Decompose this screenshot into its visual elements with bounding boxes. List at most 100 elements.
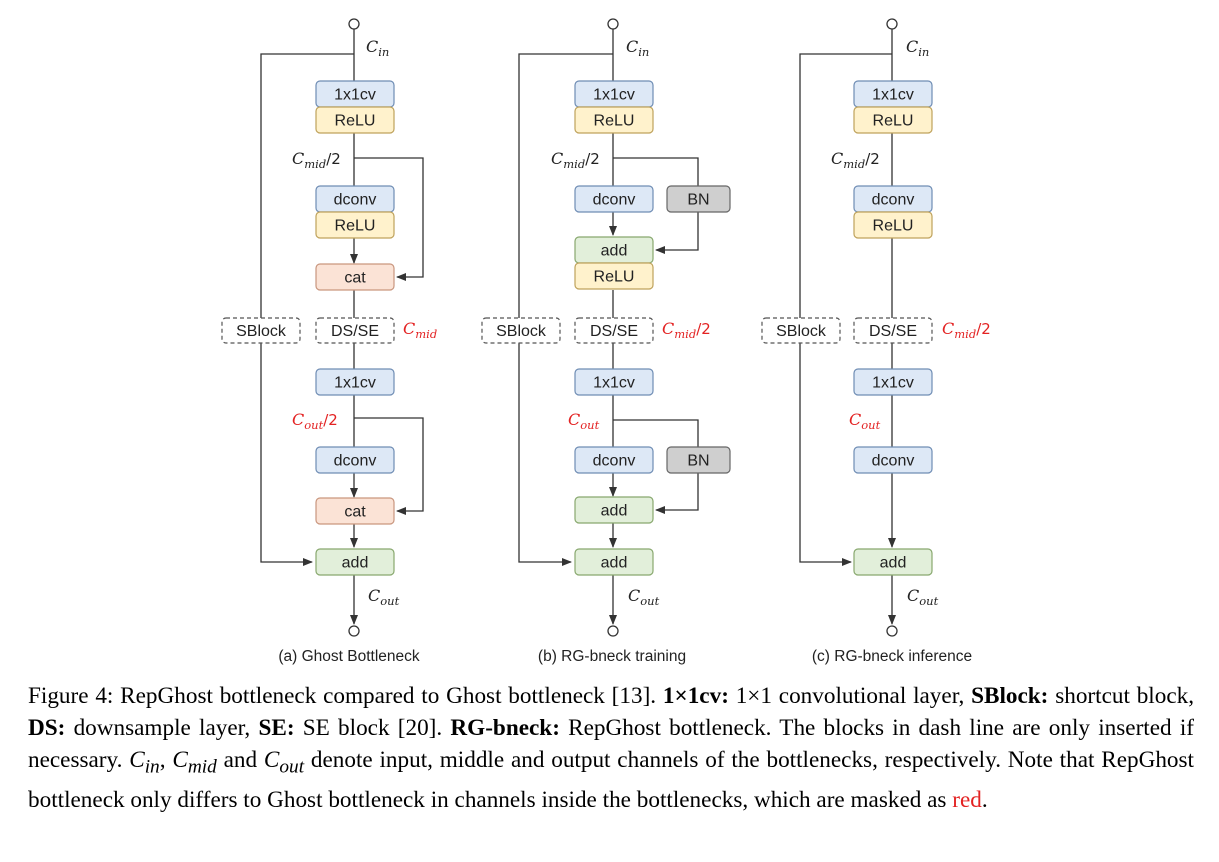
relu-label: ReLU	[873, 218, 914, 235]
bottleneck-diagram: 1x1cvReLUdconvReLUcatDS/SESBlock1x1cvdco…	[221, 18, 991, 665]
bn-block: BN	[666, 446, 731, 474]
conv1x1-block: 1x1cv	[315, 368, 395, 396]
figure-caption: Figure 4: RepGhost bottleneck compared t…	[28, 683, 1195, 813]
dconv-block: dconv	[315, 446, 395, 474]
conv1x1-block: 1x1cv	[853, 80, 933, 108]
channel-label-cmid-half: Cmid/2	[662, 319, 711, 341]
channel-label-cmid-half: Cmid/2	[942, 319, 991, 341]
channel-label-cmid: Cmid	[403, 319, 437, 341]
dconv-block: dconv	[574, 446, 654, 474]
cat-block: cat	[315, 263, 395, 291]
panel-rg-bneck-training	[518, 18, 699, 637]
dconv-box	[574, 446, 654, 474]
channel-label-cout: Cout	[849, 410, 881, 432]
relu-block: ReLU	[853, 211, 933, 239]
conv1x1-block: 1x1cv	[574, 368, 654, 396]
ds-se-block: DS/SE	[315, 317, 395, 344]
conv1x1-block: 1x1cv	[315, 80, 395, 108]
add-block: add	[853, 548, 933, 576]
bn-box	[666, 446, 731, 474]
ds-se-block: DS/SE	[574, 317, 654, 344]
sblock-label: SBlock	[496, 323, 547, 340]
dconv-label: dconv	[872, 453, 915, 470]
conv1x1-block: 1x1cv	[574, 80, 654, 108]
conv1x1-box	[853, 368, 933, 396]
conv1x1-label: 1x1cv	[334, 375, 376, 392]
add-box	[574, 496, 654, 524]
relu-block: ReLU	[574, 262, 654, 290]
subfig-label-c: (c) RG-bneck inference	[812, 648, 972, 665]
relu-block: ReLU	[853, 106, 933, 134]
cat-box	[315, 497, 395, 525]
channel-label-cout: Cout	[368, 586, 400, 608]
relu-label: ReLU	[594, 113, 635, 130]
add-label: add	[601, 503, 628, 520]
ds-se-label: DS/SE	[331, 323, 379, 340]
add-label: add	[601, 243, 628, 260]
relu-box	[315, 106, 395, 134]
sblock-block: SBlock	[481, 317, 561, 344]
ds-se-box	[853, 317, 933, 344]
conv1x1-box	[315, 368, 395, 396]
dconv-label: dconv	[334, 192, 377, 209]
conv1x1-box	[574, 368, 654, 396]
relu-box	[853, 106, 933, 134]
dconv-block: dconv	[315, 185, 395, 213]
sblock-label: SBlock	[236, 323, 287, 340]
ds-se-block: DS/SE	[853, 317, 933, 344]
conv1x1-label: 1x1cv	[593, 375, 635, 392]
conv1x1-label: 1x1cv	[593, 87, 635, 104]
cat-label: cat	[344, 270, 366, 287]
dconv-label: dconv	[593, 192, 636, 209]
sblock-box	[481, 317, 561, 344]
add-box	[315, 548, 395, 576]
subfig-label-a: (a) Ghost Bottleneck	[278, 648, 420, 665]
cat-box	[315, 263, 395, 291]
dconv-block: dconv	[853, 185, 933, 213]
channel-label-cout: Cout	[907, 586, 939, 608]
bn-label: BN	[687, 192, 709, 209]
relu-label: ReLU	[335, 218, 376, 235]
dconv-block: dconv	[853, 446, 933, 474]
relu-block: ReLU	[574, 106, 654, 134]
relu-label: ReLU	[335, 113, 376, 130]
subfig-label-b: (b) RG-bneck training	[538, 648, 686, 665]
dconv-label: dconv	[334, 453, 377, 470]
add-box	[853, 548, 933, 576]
dconv-label: dconv	[593, 453, 636, 470]
dconv-label: dconv	[872, 192, 915, 209]
add-block: add	[574, 496, 654, 524]
bn-box	[666, 185, 731, 213]
dconv-box	[315, 446, 395, 474]
add-label: add	[601, 555, 628, 572]
cat-block: cat	[315, 497, 395, 525]
add-label: add	[880, 555, 907, 572]
relu-block: ReLU	[315, 106, 395, 134]
ds-se-box	[574, 317, 654, 344]
sblock-label: SBlock	[776, 323, 827, 340]
channel-label-cout: Cout	[568, 410, 600, 432]
conv1x1-label: 1x1cv	[872, 87, 914, 104]
relu-box	[574, 262, 654, 290]
panel-rg-bneck-inference	[799, 18, 898, 637]
add-box	[574, 548, 654, 576]
sblock-box	[221, 317, 301, 344]
relu-block: ReLU	[315, 211, 395, 239]
relu-label: ReLU	[594, 269, 635, 286]
conv1x1-block: 1x1cv	[853, 368, 933, 396]
conv1x1-label: 1x1cv	[334, 87, 376, 104]
channel-label-cmid-half: Cmid/2	[292, 149, 341, 171]
add-block: add	[574, 236, 654, 264]
channel-label-cout-half: Cout/2	[292, 410, 338, 432]
relu-box	[574, 106, 654, 134]
channel-label-cmid-half: Cmid/2	[551, 149, 600, 171]
dconv-box	[574, 185, 654, 213]
add-block: add	[574, 548, 654, 576]
relu-box	[315, 211, 395, 239]
relu-box	[853, 211, 933, 239]
dconv-box	[853, 446, 933, 474]
dconv-block: dconv	[574, 185, 654, 213]
channel-label-cout: Cout	[628, 586, 660, 608]
conv1x1-label: 1x1cv	[872, 375, 914, 392]
sblock-block: SBlock	[221, 317, 301, 344]
